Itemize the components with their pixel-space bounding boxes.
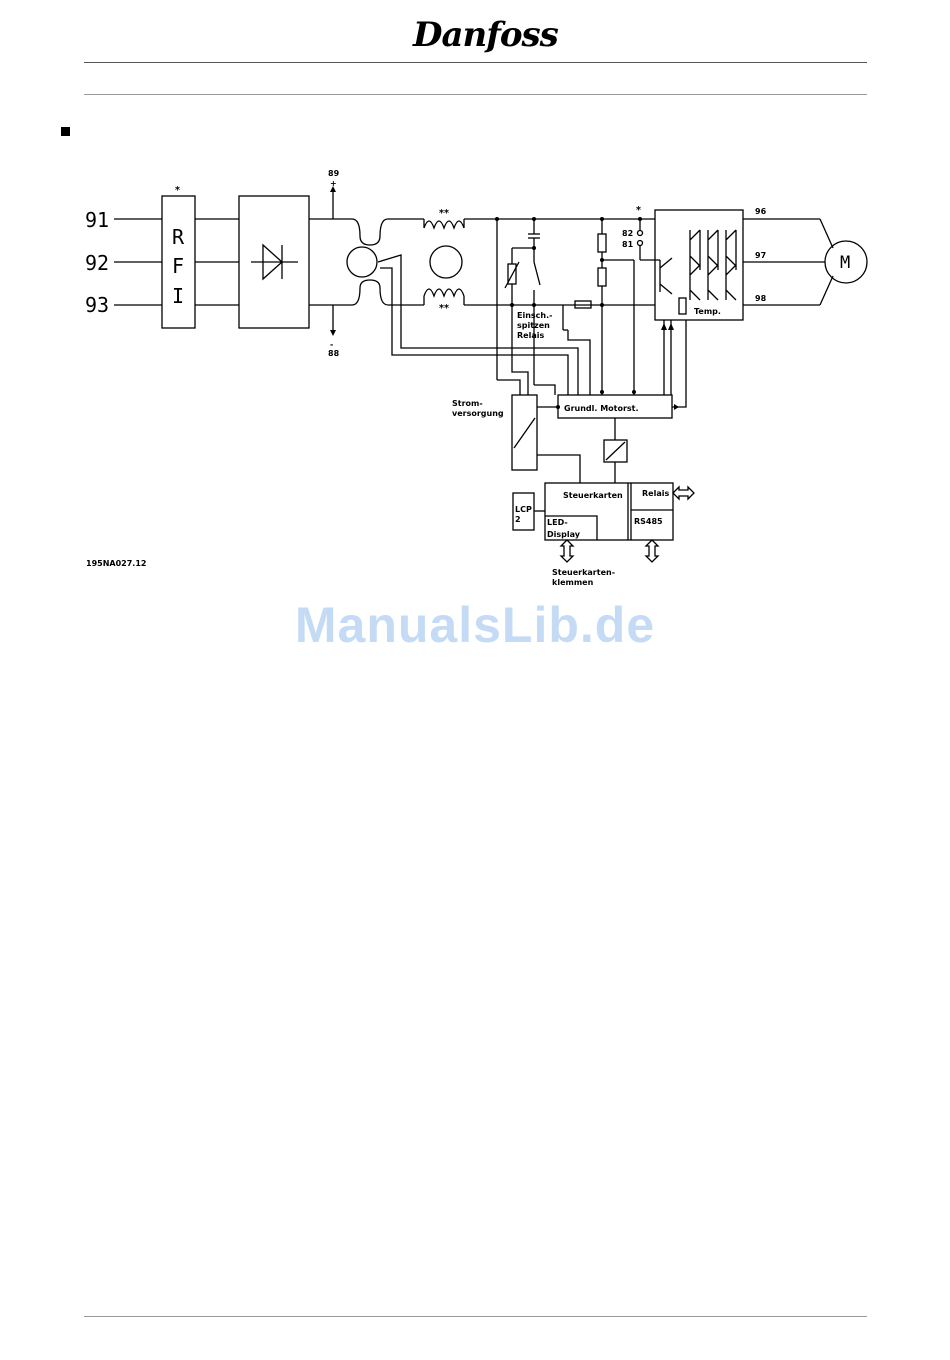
power-supply-label-1: Strom- <box>452 399 483 408</box>
temp-label: Temp. <box>694 307 721 316</box>
inverter-block: Temp. 96 97 98 <box>655 207 833 320</box>
dc-bus: 89 + - 88 ** ** <box>309 169 655 358</box>
led-display-label-2: Display <box>547 530 581 539</box>
motor-control-label: Grundl. Motorst. <box>564 404 639 413</box>
motor-label: M <box>840 253 850 273</box>
terminal-96-label: 96 <box>755 207 767 216</box>
relay-label: Relais <box>642 489 669 498</box>
lcp-label-1: LCP <box>515 505 532 514</box>
terminal-88-label: 88 <box>328 349 340 358</box>
lcp-label-2: 2 <box>515 515 521 524</box>
rfi-letter-i: I <box>172 284 184 308</box>
watermark: ManualsLib.de <box>0 596 950 654</box>
terminal-97-label: 97 <box>755 251 766 260</box>
inrush-relay-label-1: Einsch.- <box>517 311 552 320</box>
mains-input: 91 92 93 <box>85 208 162 317</box>
terminal-82-label: 82 <box>622 229 633 238</box>
inrush-circuit: Einsch.- spitzen Relais <box>505 219 591 340</box>
rectifier-block <box>239 196 309 328</box>
control-terminals-label-2: klemmen <box>552 578 594 587</box>
rfi-filter-block: * R F I <box>162 185 239 328</box>
rfi-letter-r: R <box>172 225 185 249</box>
rfi-letter-f: F <box>172 254 184 278</box>
rs485-label: RS485 <box>634 517 663 526</box>
terminal-92-label: 92 <box>85 251 109 275</box>
minus-sign: - <box>330 340 333 349</box>
terminal-93-label: 93 <box>85 293 109 317</box>
motor-control-block: Grundl. Motorst. <box>558 395 672 483</box>
control-terminals-label-1: Steuerkarten- <box>552 568 615 577</box>
plus-sign: + <box>330 179 337 188</box>
coil-star-bottom: ** <box>439 303 449 314</box>
control-card-label: Steuerkarten <box>563 491 623 500</box>
drawing-number: 195NA027.12 <box>86 559 146 568</box>
brake-star: * <box>636 205 641 216</box>
motor-symbol: M <box>825 241 867 283</box>
rfi-star: * <box>175 185 180 196</box>
power-supply-label-2: versorgung <box>452 409 504 418</box>
terminal-89-label: 89 <box>328 169 340 178</box>
terminal-91-label: 91 <box>85 208 109 232</box>
control-card-block: Steuerkarten Relais RS485 LED- Display L… <box>513 483 694 587</box>
coil-star-top: ** <box>439 208 449 219</box>
inrush-relay-label-3: Relais <box>517 331 544 340</box>
led-display-label-1: LED- <box>547 518 568 527</box>
terminal-98-label: 98 <box>755 294 767 303</box>
footer-rule <box>84 1316 867 1317</box>
power-supply-block: Strom- versorgung <box>452 395 580 483</box>
terminal-81-label: 81 <box>622 240 634 249</box>
